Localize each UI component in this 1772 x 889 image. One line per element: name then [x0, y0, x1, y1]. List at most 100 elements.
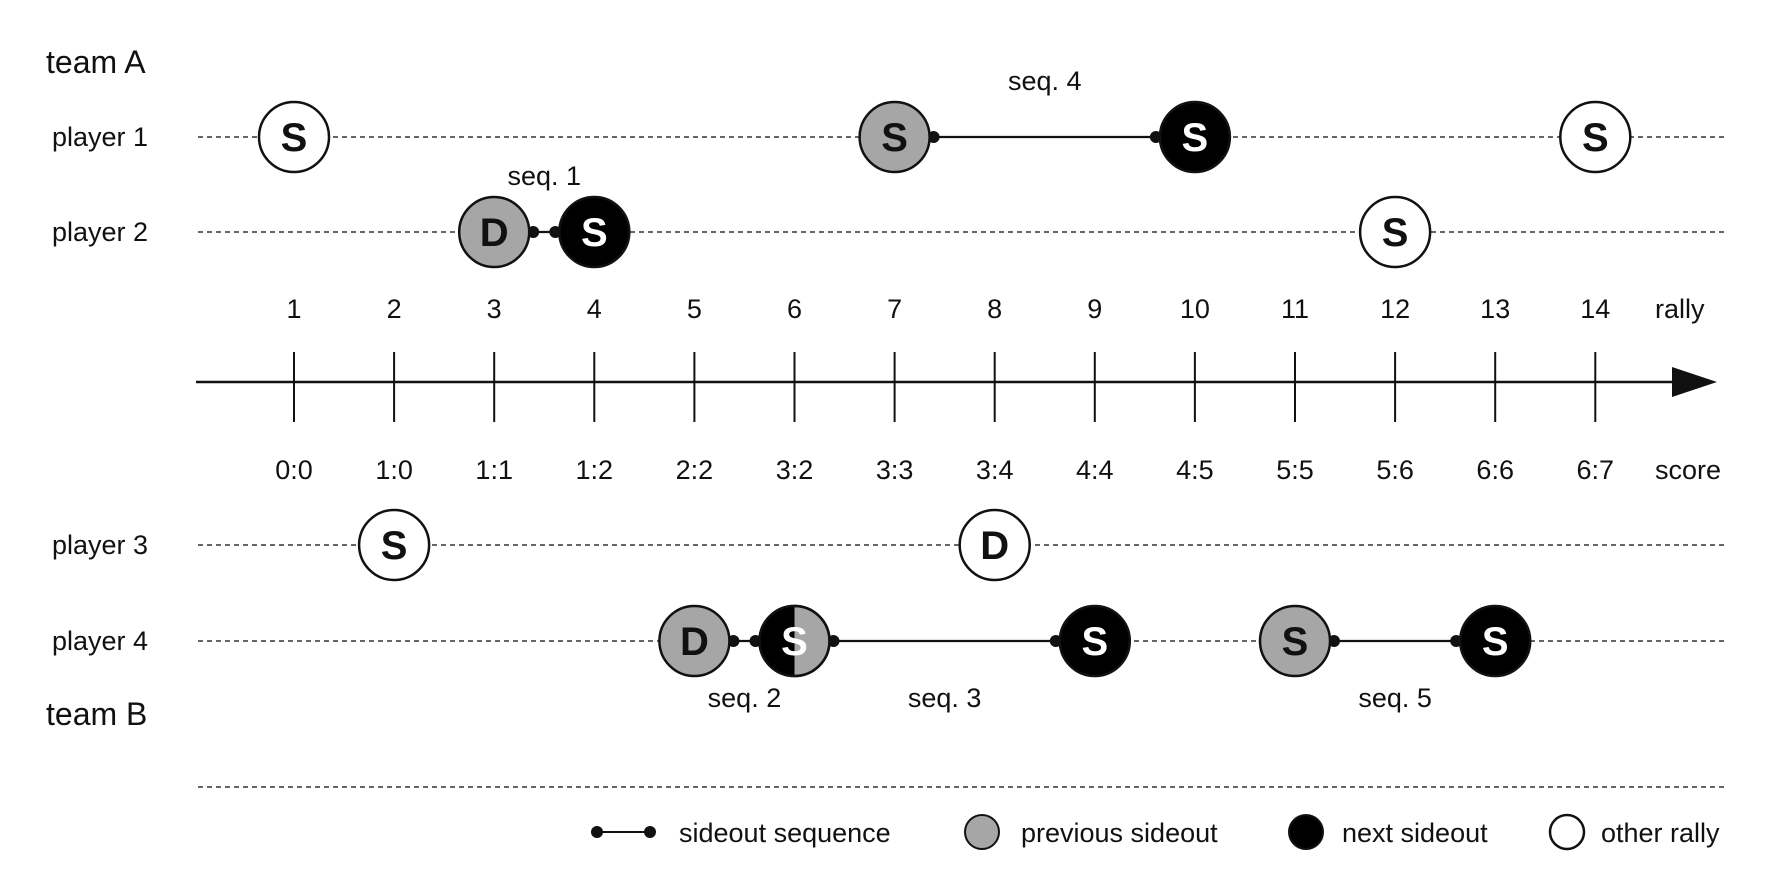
player-label-p3: player 3 [52, 530, 148, 560]
event-circle-left-half [759, 606, 795, 676]
event-letter: D [480, 211, 509, 255]
rally-event-other: S [357, 508, 431, 582]
legend-other-label: other rally [1601, 818, 1720, 848]
event-letter: S [1282, 620, 1309, 664]
score-axis-label: score [1655, 455, 1721, 485]
event-letter: D [980, 524, 1009, 568]
team-a-label: team A [46, 44, 146, 80]
event-circle [1559, 100, 1632, 174]
event-circle [1158, 100, 1232, 174]
event-circle [257, 100, 331, 174]
sequence-label: seq. 2 [708, 683, 782, 713]
event-letter: S [1582, 116, 1609, 160]
score-value: 6:6 [1476, 455, 1514, 485]
event-circle [357, 508, 431, 582]
event-letter: S [381, 524, 408, 568]
event-letter: S [1081, 620, 1108, 664]
score-value: 2:2 [676, 455, 714, 485]
score-value: 3:2 [776, 455, 814, 485]
legend-previous-swatch [964, 814, 1000, 850]
event-circle [1358, 195, 1432, 269]
rally-event-next: S [1158, 100, 1232, 174]
score-value: 1:2 [576, 455, 614, 485]
rally-number: 10 [1180, 294, 1210, 324]
event-letter: S [281, 116, 308, 160]
score-value: 5:5 [1276, 455, 1314, 485]
score-value: 1:0 [375, 455, 413, 485]
rally-event-other: S [1358, 195, 1432, 269]
rally-number: 2 [387, 294, 402, 324]
event-circle [1258, 604, 1332, 678]
event-letter: S [1482, 620, 1509, 664]
score-value: 6:7 [1577, 455, 1615, 485]
event-letter: S [1382, 211, 1409, 255]
rally-number: 1 [286, 294, 301, 324]
event-letter: S [1182, 116, 1209, 160]
rally-number: 9 [1087, 294, 1102, 324]
score-value: 1:1 [475, 455, 513, 485]
rally-number: 12 [1380, 294, 1410, 324]
event-letter: S [781, 620, 808, 664]
event-circle [1058, 604, 1132, 678]
event-circle-outline [758, 604, 831, 678]
legend-next-swatch [1288, 814, 1324, 850]
score-value: 5:6 [1376, 455, 1414, 485]
legend-sequence-label: sideout sequence [679, 818, 891, 848]
sequence-label: seq. 5 [1358, 683, 1432, 713]
rally-event-previous: D [457, 195, 531, 269]
sequence-label: seq. 4 [1008, 66, 1082, 96]
sequence-labels: seq. 1 seq. 2 seq. 3 seq. 4 seq. 5 [507, 66, 1431, 713]
legend: sideout sequence previous sideout next s… [591, 813, 1720, 851]
score-value: 3:4 [976, 455, 1014, 485]
score-value: 3:3 [876, 455, 914, 485]
rally-event-previous: S [1258, 604, 1332, 678]
rally-axis-label: rally [1655, 294, 1705, 324]
rally-event-previous: S [858, 100, 931, 174]
rally-number: 3 [487, 294, 502, 324]
legend-sequence-dot-left [591, 826, 603, 838]
event-circle [457, 195, 531, 269]
team-b-label: team B [46, 696, 147, 732]
legend-previous-label: previous sideout [1021, 818, 1218, 848]
rally-event-next: S [558, 195, 631, 269]
event-circle [558, 195, 631, 269]
rally-number: 7 [887, 294, 902, 324]
rally-event-next-previous: S [758, 604, 831, 678]
rally-number: 14 [1580, 294, 1610, 324]
rally-event-previous: D [658, 604, 731, 678]
rally-event-next: S [1058, 604, 1132, 678]
event-letter: S [581, 211, 608, 255]
event-circle [1458, 604, 1532, 678]
legend-other-swatch [1548, 813, 1586, 851]
sequence-label: seq. 1 [507, 161, 581, 191]
rally-number: 13 [1480, 294, 1510, 324]
timeline-ticks [293, 352, 1597, 422]
event-letter: S [881, 116, 908, 160]
score-value: 4:4 [1076, 455, 1114, 485]
legend-sequence-dot-right [644, 826, 656, 838]
rally-event-other: D [958, 508, 1031, 582]
rally-events: S S S S D S S S D D S S S S [257, 100, 1632, 678]
player-label-p4: player 4 [52, 626, 148, 656]
score-value: 0:0 [275, 455, 313, 485]
event-circle [858, 100, 931, 174]
rally-number: 5 [687, 294, 702, 324]
rally-number: 8 [987, 294, 1002, 324]
rally-event-other: S [257, 100, 331, 174]
event-letter: D [680, 620, 709, 664]
rally-number: 11 [1281, 294, 1309, 324]
event-circle [658, 604, 731, 678]
legend-next-label: next sideout [1342, 818, 1488, 848]
rally-event-other: S [1559, 100, 1632, 174]
rally-number: 4 [587, 294, 602, 324]
score-values: 0:0 1:0 1:1 1:2 2:2 3:2 3:3 3:4 4:4 4:5 5:5 5:6 6:6 6… [275, 455, 1614, 485]
player-label-p1: player 1 [52, 122, 148, 152]
sequence-label: seq. 3 [908, 683, 982, 713]
score-value: 4:5 [1176, 455, 1214, 485]
rally-event-next: S [1458, 604, 1532, 678]
rally-number: 6 [787, 294, 802, 324]
player-label-p2: player 2 [52, 217, 148, 247]
event-circle [958, 508, 1031, 582]
